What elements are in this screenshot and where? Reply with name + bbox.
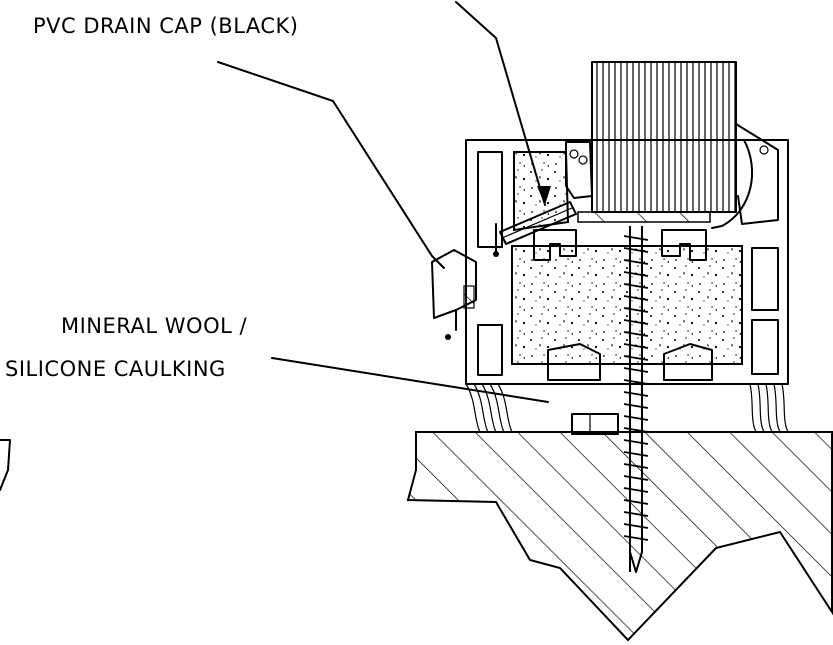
mineral-wool-core	[511, 245, 743, 365]
mineral-wool-label-line1: MINERAL WOOL /	[61, 314, 247, 338]
right-clip-hole	[759, 145, 769, 155]
right-glazing-clip	[735, 123, 779, 225]
frame-left-lower-chamber	[477, 324, 503, 376]
channel-left	[533, 229, 577, 261]
drain-cap-label: PVC DRAIN CAP (BLACK)	[33, 14, 299, 38]
drip-end-a	[445, 334, 451, 340]
channel-right	[661, 229, 707, 261]
left-clip-hole-b	[578, 155, 588, 165]
sealant-left-c	[481, 383, 497, 433]
drip-wire	[455, 223, 497, 331]
concrete-slab	[406, 431, 833, 642]
sealant-left-e	[497, 383, 513, 433]
upper-leader	[455, 1, 546, 206]
left-glazing-clip	[565, 141, 593, 199]
anchor-screw	[623, 226, 649, 573]
sealant-left-b	[473, 383, 489, 433]
sealant-right-b	[757, 383, 765, 433]
shim-block	[571, 413, 619, 435]
sill-frame	[465, 139, 789, 385]
upper-insulation-pocket	[513, 151, 570, 232]
drip-end-b	[493, 251, 499, 257]
channel-bottom-right	[663, 343, 713, 381]
mineral-wool-leader	[271, 357, 549, 403]
sealant-right-a	[749, 383, 757, 433]
frame-right-lower-chamber	[751, 319, 779, 375]
mineral-wool-label-line2: SILICONE CAULKING	[5, 357, 226, 381]
frame-right-chamber	[751, 247, 779, 311]
left-edge-fragment	[0, 439, 11, 491]
frame-inner-left-chamber	[477, 151, 503, 248]
setting-block	[577, 211, 711, 223]
sealant-right-d	[773, 383, 781, 433]
glazing-unit	[592, 62, 736, 212]
channel-bottom-left	[547, 343, 601, 381]
drain-cap-leader	[217, 61, 445, 269]
drain-cap-inner-line	[501, 207, 573, 239]
drain-cap	[499, 201, 577, 245]
flashing-seal	[463, 285, 475, 309]
sealant-left-d	[489, 383, 505, 433]
sealant-right-e	[781, 383, 789, 433]
left-clip-hole-a	[569, 149, 579, 159]
sealant-right-c	[765, 383, 773, 433]
exterior-flashing	[431, 249, 477, 319]
sealant-left-a	[465, 383, 481, 433]
gasket-wire	[711, 139, 754, 229]
